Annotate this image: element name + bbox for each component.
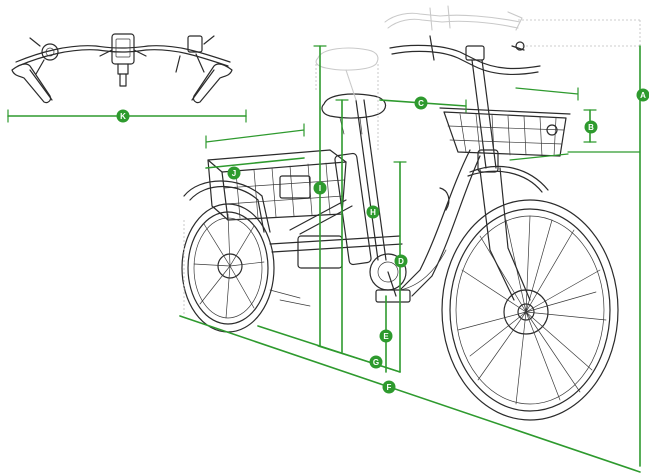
badge-label-j: J	[232, 169, 236, 178]
badge-f: F	[382, 380, 396, 394]
badge-label-d: D	[398, 257, 404, 266]
badge-c: C	[414, 96, 428, 110]
badge-j: J	[227, 166, 241, 180]
badge-label-c: C	[418, 99, 424, 108]
badge-h: H	[366, 205, 380, 219]
badge-a: A	[636, 88, 649, 102]
badge-label-i: I	[319, 184, 321, 193]
badge-e: E	[379, 329, 393, 343]
badge-label-f: F	[387, 383, 392, 392]
tricycle-line-art	[181, 35, 619, 421]
badge-label-e: E	[383, 332, 389, 341]
dimension-badges: A B C D E F G H	[116, 88, 649, 394]
badge-label-h: H	[370, 208, 376, 217]
badge-label-k: K	[120, 112, 126, 121]
rear-basket	[207, 149, 347, 221]
badge-label-a: A	[640, 91, 646, 100]
badge-label-b: B	[588, 123, 594, 132]
badge-b: B	[584, 120, 598, 134]
dimension-line-f	[179, 315, 641, 473]
dimension-line-j	[205, 157, 305, 169]
handlebar-inset-drawing	[11, 33, 233, 104]
badge-label-g: G	[373, 358, 379, 367]
badge-g: G	[369, 355, 383, 369]
badge-k: K	[116, 109, 130, 123]
ghost-handlebar-outline	[384, 5, 641, 47]
rear-wheel	[181, 203, 275, 333]
front-wheel	[441, 199, 619, 421]
badge-i: I	[313, 181, 327, 195]
dimension-lines	[7, 45, 641, 473]
badge-d: D	[394, 254, 408, 268]
front-basket	[439, 107, 571, 157]
